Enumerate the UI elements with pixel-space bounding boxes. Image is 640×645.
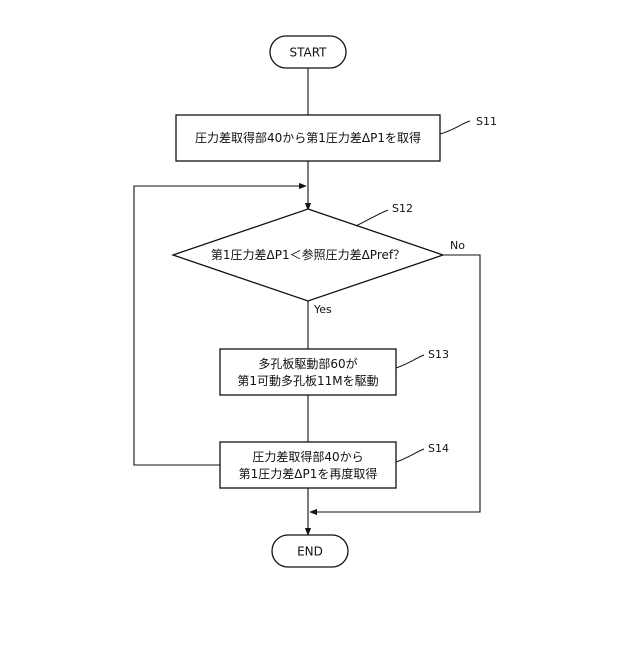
- s14-box: [220, 442, 396, 488]
- s11-step-label: S11: [476, 115, 497, 128]
- s14-step-label: S14: [428, 442, 449, 455]
- process-s11: 圧力差取得部40から第1圧力差ΔP1を取得: [176, 115, 440, 161]
- end-terminal: END: [272, 535, 348, 567]
- s13-box: [220, 349, 396, 395]
- end-label: END: [297, 545, 323, 559]
- decision-s12: 第1圧力差ΔP1＜参照圧力差ΔPref？: [173, 209, 443, 301]
- start-terminal: START: [270, 36, 346, 68]
- s13-leader: [396, 355, 424, 368]
- s12-text: 第1圧力差ΔP1＜参照圧力差ΔPref？: [211, 247, 405, 262]
- s14-text-line-2: 第1圧力差ΔP1を再度取得: [239, 466, 378, 481]
- s13-text-line-2: 第1可動多孔板11Mを駆動: [237, 374, 378, 388]
- s12-leader: [356, 210, 388, 226]
- s12-step-label: S12: [392, 202, 413, 215]
- process-s13: 多孔板駆動部60が 第1可動多孔板11Mを駆動: [220, 349, 396, 395]
- s14-leader: [396, 449, 424, 462]
- s13-text-line-1: 多孔板駆動部60が: [258, 356, 357, 371]
- no-label: No: [450, 239, 465, 252]
- s13-step-label: S13: [428, 348, 449, 361]
- yes-label: Yes: [313, 303, 332, 316]
- start-label: START: [289, 46, 327, 60]
- s11-text: 圧力差取得部40から第1圧力差ΔP1を取得: [195, 130, 421, 145]
- process-s14: 圧力差取得部40から 第1圧力差ΔP1を再度取得: [220, 442, 396, 488]
- s14-text-line-1: 圧力差取得部40から: [252, 449, 363, 464]
- s11-leader: [440, 121, 470, 134]
